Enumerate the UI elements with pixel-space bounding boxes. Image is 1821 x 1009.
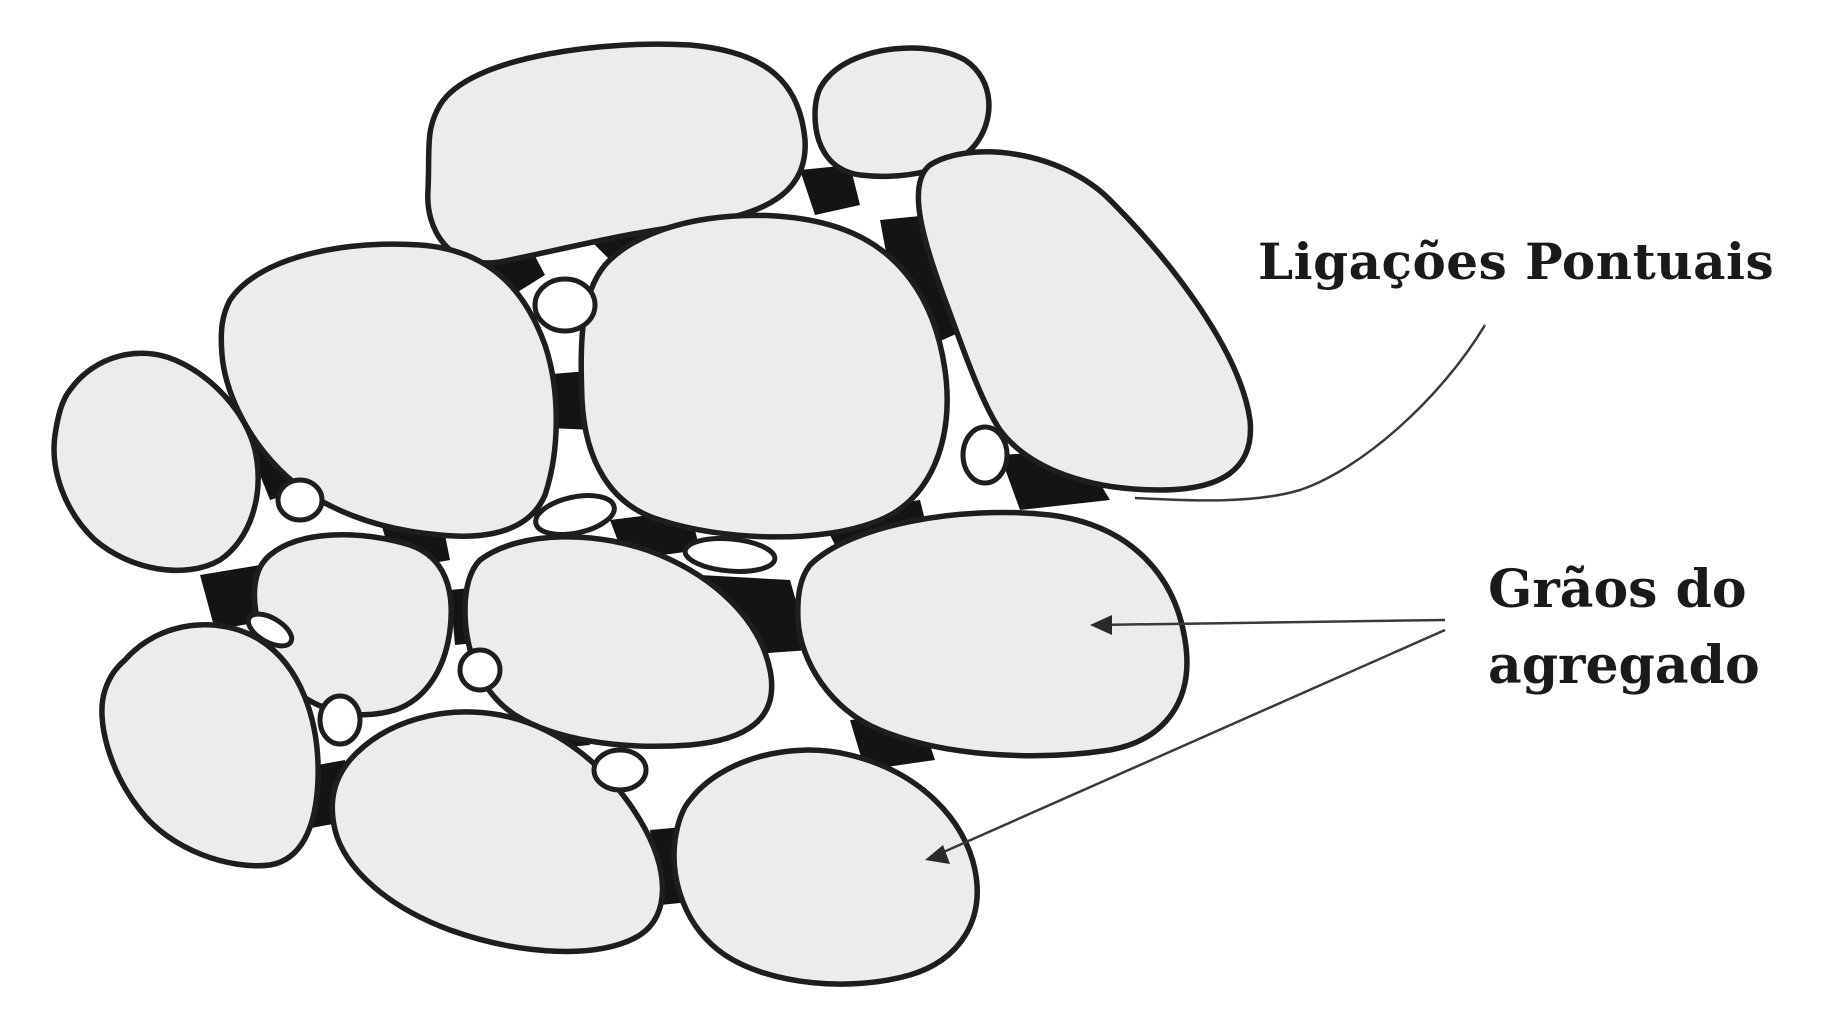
small-void (594, 750, 646, 790)
aggregate-grain (798, 512, 1187, 755)
aggregate-grains-group (54, 44, 1250, 984)
small-void (684, 535, 776, 575)
small-void (278, 480, 322, 520)
label-aggregate-grains: Grãos do agregado (1488, 552, 1760, 704)
aggregate-grain (581, 215, 947, 537)
label-aggregate-grains-line1: Grãos do (1488, 552, 1760, 628)
aggregate-grain (332, 712, 662, 951)
label-point-bonds: Ligações Pontuais (1258, 232, 1774, 291)
small-void (963, 427, 1007, 483)
small-void (320, 696, 360, 744)
small-void (535, 279, 595, 331)
aggregate-grain (674, 750, 977, 984)
aggregate-grain (102, 625, 318, 866)
label-aggregate-grains-line2: agregado (1488, 628, 1760, 704)
small-void (460, 650, 500, 690)
